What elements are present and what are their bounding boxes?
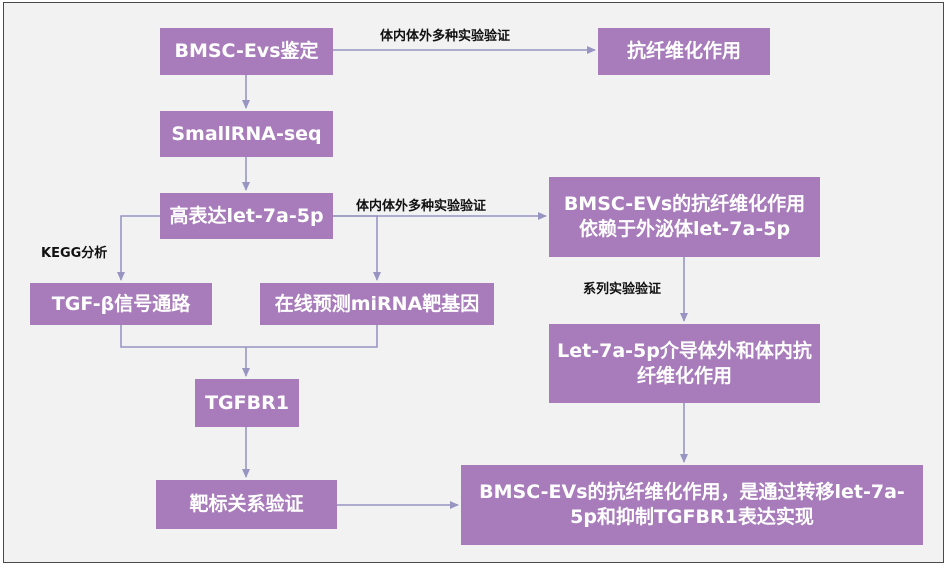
node-mirna-target-prediction: 在线预测miRNA靶基因 <box>260 283 494 325</box>
edge-label-kegg: KEGG分析 <box>41 246 108 261</box>
edge-label-validation-top: 体内体外多种实验验证 <box>380 29 511 44</box>
node-label: BMSC-Evs鉴定 <box>174 40 319 62</box>
arrow-high-expr-to-target-prediction <box>333 215 381 281</box>
node-bmsc-evs-identification: BMSC-Evs鉴定 <box>160 28 333 75</box>
node-exosome-dependency: BMSC-EVs的抗纤维化作用依赖于外泌体let-7a-5p <box>549 177 820 257</box>
node-smallrna-seq: SmallRNA-seq <box>160 111 333 157</box>
node-label: 靶标关系验证 <box>189 493 304 515</box>
node-label: 抗纤维化作用 <box>626 40 741 62</box>
node-let7a-mediates-effect: Let-7a-5p介导体外和体内抗纤维化作用 <box>549 324 820 403</box>
edge-label-series-validation: 系列实验验证 <box>583 282 662 297</box>
node-conclusion: BMSC-EVs的抗纤维化作用，是通过转移let-7a-5p和抑制TGFBR1表… <box>461 465 923 545</box>
node-label: BMSC-EVs的抗纤维化作用依赖于外泌体let-7a-5p <box>563 193 806 240</box>
node-label: BMSC-EVs的抗纤维化作用，是通过转移let-7a-5p和抑制TGFBR1表… <box>479 481 905 528</box>
node-tgfbr1: TGFBR1 <box>195 379 299 427</box>
arrow-high-expr-to-tgfb-pathway <box>117 215 160 281</box>
node-label: 在线预测miRNA靶基因 <box>274 292 480 315</box>
node-label: TGF-β信号通路 <box>51 292 191 315</box>
node-high-expression-let7a: 高表达let-7a-5p <box>160 193 333 239</box>
node-tgf-beta-pathway: TGF-β信号通路 <box>30 283 212 325</box>
node-label: SmallRNA-seq <box>171 122 322 145</box>
node-antifibrosis-effect: 抗纤维化作用 <box>598 28 770 75</box>
node-label: Let-7a-5p介导体外和体内抗纤维化作用 <box>557 339 812 387</box>
node-label: 高表达let-7a-5p <box>169 204 324 227</box>
merge-to-tgfbr1 <box>120 325 378 348</box>
edge-label-validation-mid: 体内体外多种实验验证 <box>356 199 487 214</box>
node-label: TGFBR1 <box>205 391 289 414</box>
node-target-relationship-validation: 靶标关系验证 <box>156 480 337 529</box>
